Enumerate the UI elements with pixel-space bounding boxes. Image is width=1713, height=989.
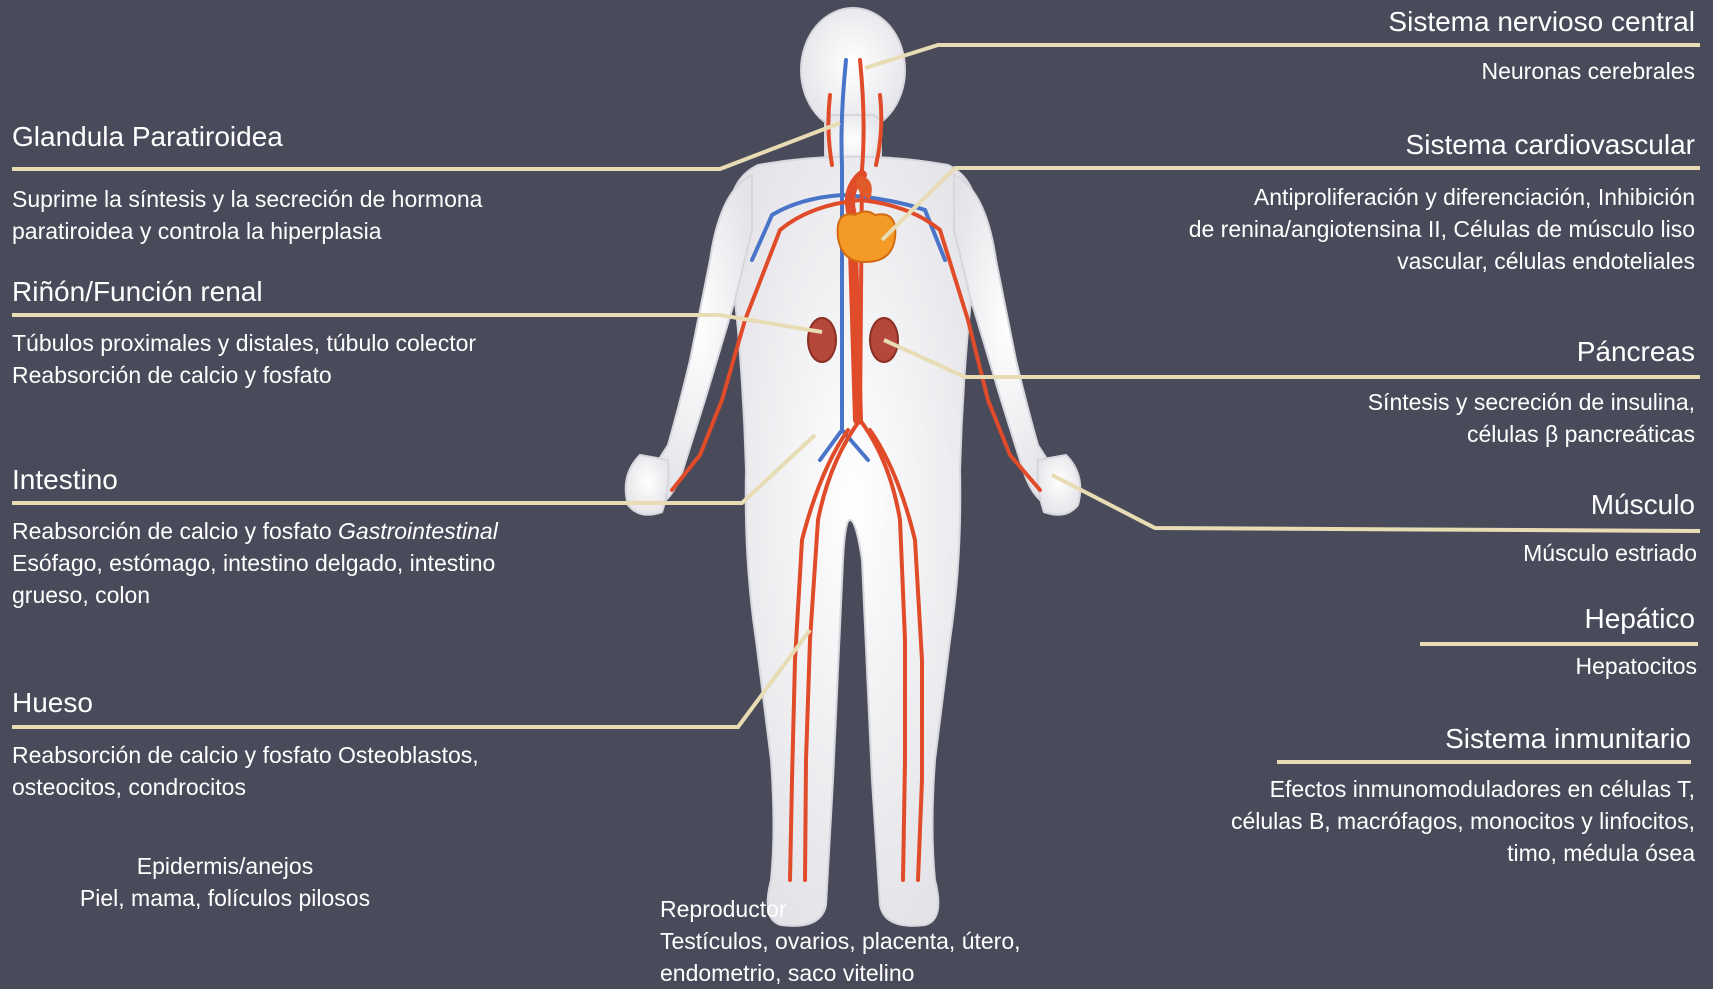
- hepatico-desc: Hepatocitos: [1576, 650, 1697, 682]
- hepatico-title: Hepático: [1584, 602, 1695, 636]
- reproductor-desc: Reproductor Testículos, ovarios, placent…: [660, 893, 1021, 989]
- snc-desc: Neuronas cerebrales: [1481, 55, 1695, 87]
- paratiroidea-title: Glandula Paratiroidea: [12, 120, 283, 154]
- rinon-title: Riñón/Función renal: [12, 275, 263, 309]
- paratiroidea-desc: Suprime la síntesis y la secreción de ho…: [12, 183, 482, 247]
- cardio-title: Sistema cardiovascular: [1406, 128, 1695, 162]
- musculo-title: Músculo: [1591, 488, 1695, 522]
- leader-line-hueso: [12, 630, 810, 727]
- snc-title: Sistema nervioso central: [1388, 5, 1695, 39]
- intestino-desc: Reabsorción de calcio y fosfato Gastroin…: [12, 515, 498, 611]
- rule-inmune: [1277, 760, 1691, 764]
- epidermis-desc: Epidermis/anejos Piel, mama, folículos p…: [60, 850, 390, 914]
- pancreas-desc: Síntesis y secreción de insulina, célula…: [1368, 386, 1695, 450]
- cardio-desc: Antiproliferación y diferenciación, Inhi…: [1189, 181, 1695, 277]
- inmune-title: Sistema inmunitario: [1445, 722, 1691, 756]
- hueso-title: Hueso: [12, 686, 93, 720]
- intestino-title: Intestino: [12, 463, 118, 497]
- musculo-desc: Músculo estriado: [1523, 537, 1697, 569]
- hueso-desc: Reabsorción de calcio y fosfato Osteobla…: [12, 739, 479, 803]
- pancreas-title: Páncreas: [1577, 335, 1695, 369]
- intestino-desc-italic: Gastrointestinal: [338, 518, 498, 544]
- leader-line-intestino: [12, 435, 815, 503]
- rinon-desc: Túbulos proximales y distales, túbulo co…: [12, 327, 476, 391]
- rule-hepatico: [1420, 642, 1698, 646]
- intestino-desc-b: Esófago, estómago, intestino delgado, in…: [12, 550, 495, 608]
- intestino-desc-a: Reabsorción de calcio y fosfato: [12, 518, 338, 544]
- inmune-desc: Efectos inmunomoduladores en células T, …: [1231, 773, 1695, 869]
